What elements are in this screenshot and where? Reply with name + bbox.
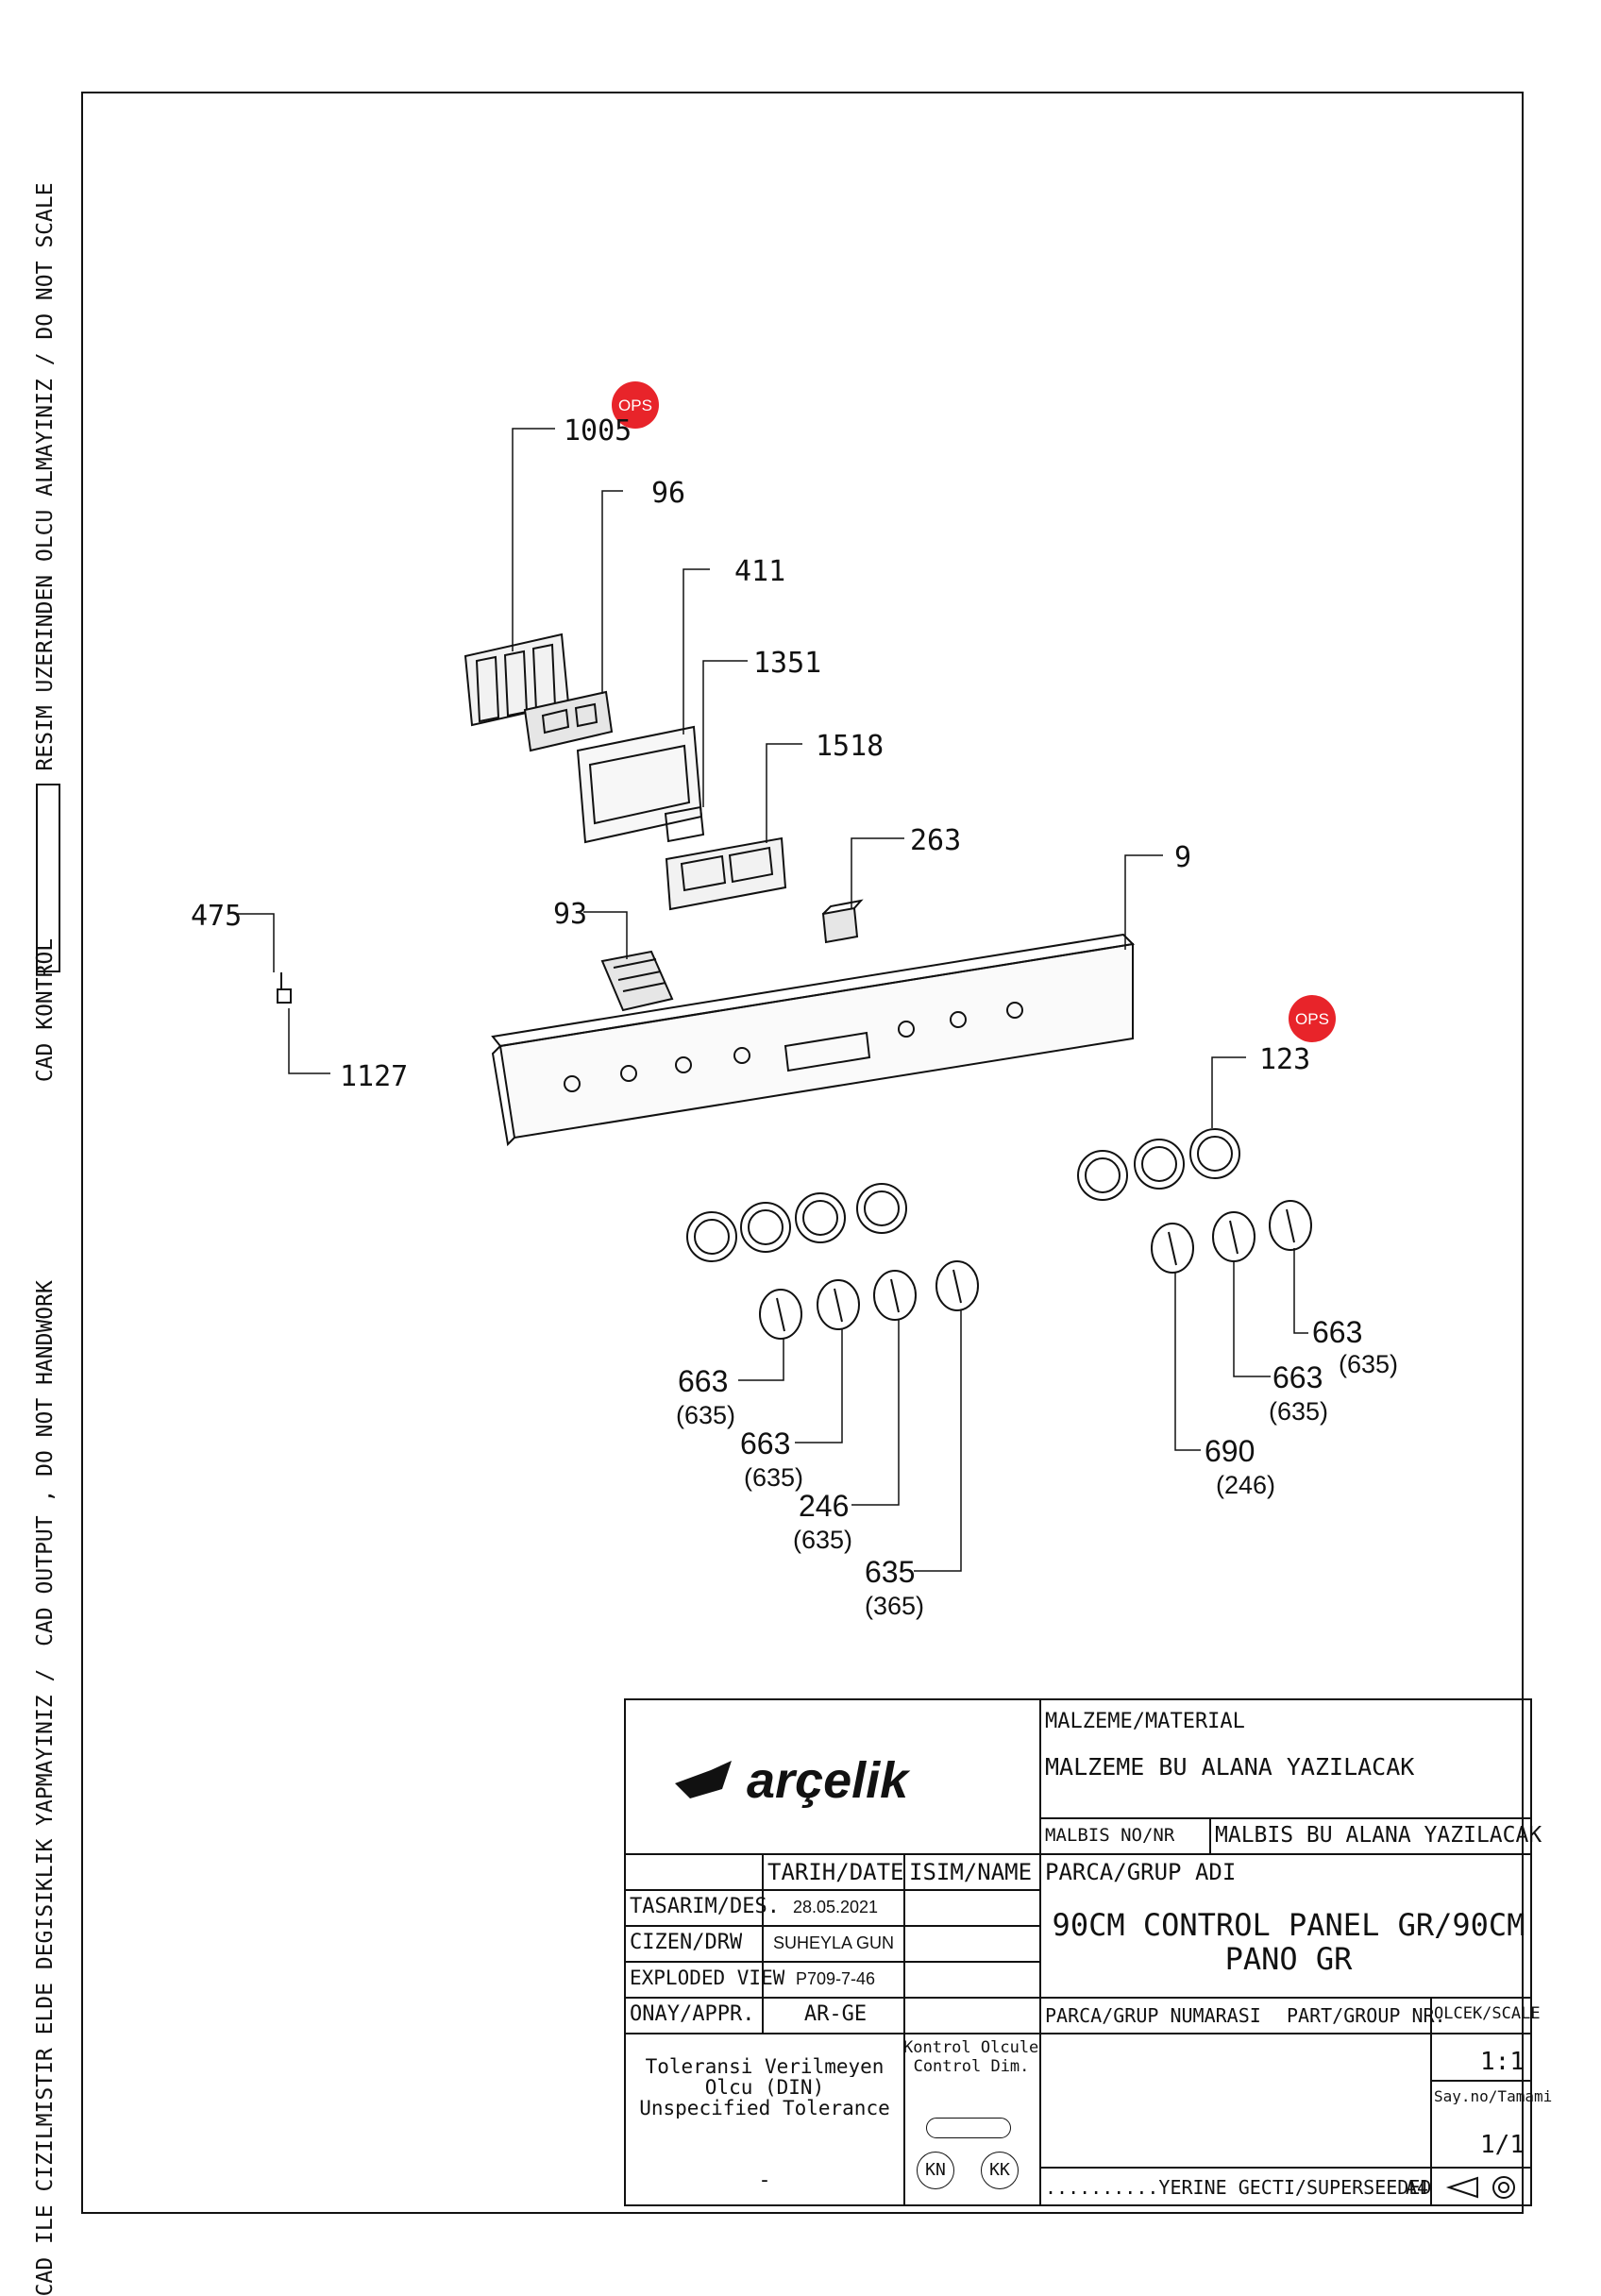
callout-1351: 1351 — [753, 647, 821, 680]
material-value: MALZEME BU ALANA YAZILACAK — [1045, 1755, 1415, 1779]
group-number-label: PARCA/GRUP NUMARASI — [1045, 2006, 1261, 2025]
scale-value: 1:1 — [1480, 2050, 1525, 2074]
tolerance-line-2: Olcu (DIN) — [704, 2078, 825, 2098]
knob-labels: 663 (635) 663 (635) 246 (635) 635 (365) … — [676, 1315, 1398, 1620]
control-panel-part — [491, 933, 1136, 1147]
material-label: MALZEME/MATERIAL — [1045, 1712, 1245, 1732]
drawing-frame — [81, 92, 1524, 2214]
knob-label-r3-sub: (246) — [1216, 1471, 1275, 1499]
cad-kontrol-box — [36, 784, 60, 972]
knob-label-r1: 663 — [1312, 1315, 1362, 1349]
row-date-design: 28.05.2021 — [792, 1899, 879, 1916]
knob-label-l2: 663 — [740, 1427, 790, 1460]
knob-label-r2-sub: (635) — [1269, 1397, 1328, 1426]
display-bracket-part — [576, 725, 703, 844]
panel-knob-holes — [564, 1002, 1023, 1092]
knob-label-l2-sub: (635) — [744, 1463, 803, 1492]
ops-badge-top: OPS — [612, 381, 659, 429]
callout-263: 263 — [910, 824, 961, 857]
callout-1005: 1005 — [564, 414, 632, 447]
malbis-label: MALBIS NO/NR — [1045, 1827, 1175, 1845]
pcb-bracket-part — [463, 633, 570, 727]
terminal-block-part — [600, 950, 674, 1012]
control-dim-oval — [926, 2118, 1011, 2138]
date-header: TARIH/DATE — [767, 1861, 904, 1883]
kk-stamp: KK — [981, 2152, 1019, 2189]
arcelik-logo: arçelik — [673, 1743, 994, 1818]
callout-411: 411 — [734, 555, 785, 588]
svg-text:OPS: OPS — [618, 397, 652, 414]
gasket-part — [664, 805, 705, 843]
pcb-board-part — [523, 690, 614, 752]
control-dim-line-1: Kontrol Olculeri — [903, 2040, 1039, 2056]
sheet-label: Say.no/Tamami — [1434, 2089, 1553, 2104]
group-name-value-1: 90CM CONTROL PANEL GR/90CM — [1052, 1910, 1525, 1940]
kn-stamp: KN — [917, 2152, 954, 2189]
scale-label: OLCEK/SCALE — [1434, 2006, 1541, 2022]
tolerance-line-3: Unspecified Tolerance — [639, 2099, 890, 2119]
knob-bezels-right — [1077, 1128, 1240, 1201]
knob-label-l3: 246 — [799, 1489, 849, 1523]
small-clip-part — [277, 972, 292, 1004]
part-number-label: PART/GROUP NR. — [1287, 2006, 1446, 2025]
callout-9: 9 — [1174, 841, 1191, 874]
tolerance-value: - — [758, 2170, 771, 2191]
knob-label-l1-sub: (635) — [676, 1401, 735, 1429]
callout-475: 475 — [191, 900, 242, 933]
display-window-part — [665, 836, 787, 911]
paper-size: A4 — [1406, 2178, 1429, 2197]
row-date-drawn: SUHEYLA GUN — [772, 1934, 895, 1951]
knob-label-r1-sub: (635) — [1339, 1350, 1398, 1378]
title-block: arçelik MALZEME/MATERIAL MALZEME BU ALAN… — [624, 1698, 1552, 2206]
projection-symbol-icon — [1445, 2176, 1515, 2199]
row-date-approval: AR-GE — [803, 2004, 868, 2025]
row-label-exploded: EXPLODED VIEW — [630, 1968, 785, 1988]
knob-label-l3-sub: (635) — [793, 1526, 852, 1554]
knob-label-r2: 663 — [1272, 1360, 1323, 1394]
switch-part — [821, 899, 864, 944]
superseded-label: ..........YERINE GECTI/SUPERSEEDED — [1045, 2178, 1432, 2197]
arcelik-logo-icon — [675, 1761, 732, 1798]
callout-93: 93 — [553, 898, 587, 931]
knob-bezels-left — [686, 1183, 907, 1262]
row-date-exploded: P709-7-46 — [795, 1970, 876, 1987]
leader-lines — [236, 428, 1308, 1572]
knobs-right — [1151, 1200, 1312, 1274]
row-label-design: TASARIM/DES. — [630, 1897, 780, 1917]
malbis-value: MALBIS BU ALANA YAZILACAK — [1215, 1825, 1542, 1847]
name-header: ISIM/NAME — [909, 1861, 1033, 1883]
control-dim-line-2: Control Dim. — [913, 2059, 1030, 2075]
row-label-drawn: CIZEN/DRW — [630, 1933, 743, 1953]
callout-123: 123 — [1259, 1043, 1310, 1076]
knob-label-l1: 663 — [678, 1364, 728, 1398]
row-label-approval: ONAY/APPR. — [630, 2004, 755, 2025]
callout-1127: 1127 — [340, 1060, 408, 1093]
svg-text:OPS: OPS — [1295, 1010, 1329, 1028]
ops-badge-right: OPS — [1289, 995, 1336, 1042]
group-name-value-2: PANO GR — [1224, 1944, 1353, 1974]
callout-1518: 1518 — [816, 730, 884, 763]
knobs-left — [759, 1260, 979, 1340]
knob-label-l4-sub: (365) — [865, 1592, 924, 1620]
group-name-label: PARCA/GRUP ADI — [1045, 1861, 1237, 1883]
sheet-value: 1/1 — [1480, 2133, 1525, 2157]
knob-label-r3: 690 — [1205, 1434, 1255, 1468]
callout-numbers: 1005 96 411 1351 1518 263 9 93 475 1127 … — [191, 414, 1310, 1093]
tolerance-line-1: Toleransi Verilmeyen — [645, 2057, 885, 2077]
callout-96: 96 — [651, 477, 685, 510]
knob-label-l4: 635 — [865, 1555, 915, 1589]
